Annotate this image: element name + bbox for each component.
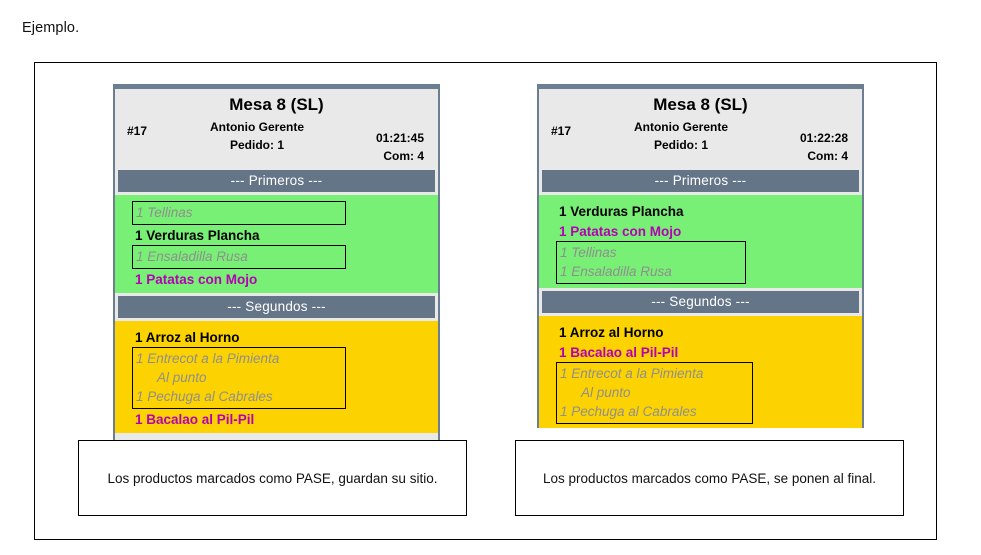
pase-item-modifier[interactable]: Al punto xyxy=(157,370,207,385)
pase-group[interactable]: 1 Tellinas xyxy=(132,201,346,225)
ticket-number: #17 xyxy=(551,124,572,138)
pase-item[interactable]: 1 Pechuga al Cabrales xyxy=(136,389,273,404)
note-box-right: Los productos marcados como PASE, se pon… xyxy=(515,440,904,516)
pase-item-modifier[interactable]: Al punto xyxy=(581,385,631,400)
panel-footer xyxy=(115,433,438,441)
ticket-timer: 01:22:28 xyxy=(799,131,848,145)
course-body-primeros: 1 Verduras Plancha 1 Patatas con Mojo 1 … xyxy=(539,195,862,288)
order-item-marked[interactable]: 1 Bacalao al Pil-Pil xyxy=(559,344,679,360)
pase-group[interactable]: 1 Tellinas 1 Ensaladilla Rusa xyxy=(556,241,746,284)
course-body-segundos: 1 Arroz al Horno 1 Entrecot a la Pimient… xyxy=(115,321,438,433)
ticket-header: Mesa 8 (SL) #17 Antonio Gerente Pedido: … xyxy=(115,89,438,167)
order-item-marked[interactable]: 1 Patatas con Mojo xyxy=(559,223,682,239)
kds-ticket-panel-right[interactable]: Mesa 8 (SL) #17 Antonio Gerente Pedido: … xyxy=(537,84,864,428)
pase-group[interactable]: 1 Ensaladilla Rusa xyxy=(132,245,346,269)
course-bar-segundos: --- Segundos --- xyxy=(542,291,859,313)
order-item-marked[interactable]: 1 Patatas con Mojo xyxy=(135,271,258,287)
course-bar-primeros: --- Primeros --- xyxy=(542,170,859,192)
order-item[interactable]: 1 Arroz al Horno xyxy=(135,329,240,345)
ticket-guests: Com: 4 xyxy=(383,149,424,163)
course-body-primeros: 1 Tellinas 1 Verduras Plancha 1 Ensaladi… xyxy=(115,195,438,293)
order-item[interactable]: 1 Verduras Plancha xyxy=(559,203,684,219)
pase-item[interactable]: 1 Ensaladilla Rusa xyxy=(136,249,248,264)
note-box-left: Los productos marcados como PASE, guarda… xyxy=(78,440,467,516)
example-frame xyxy=(34,62,937,540)
ticket-waiter: Antonio Gerente xyxy=(633,120,728,134)
pase-item[interactable]: 1 Pechuga al Cabrales xyxy=(560,404,697,419)
course-bar-segundos: --- Segundos --- xyxy=(118,296,435,318)
course-bar-primeros: --- Primeros --- xyxy=(118,170,435,192)
ticket-order: Pedido: 1 xyxy=(653,138,708,152)
order-item-marked[interactable]: 1 Bacalao al Pil-Pil xyxy=(135,411,255,427)
order-item[interactable]: 1 Arroz al Horno xyxy=(559,324,664,340)
ticket-guests: Com: 4 xyxy=(807,149,848,163)
pase-item[interactable]: 1 Tellinas xyxy=(136,205,193,220)
ticket-number: #17 xyxy=(127,124,148,138)
ticket-title: Mesa 8 (SL) xyxy=(229,95,324,114)
pase-group[interactable]: 1 Entrecot a la Pimienta Al punto 1 Pech… xyxy=(556,362,753,424)
pase-group[interactable]: 1 Entrecot a la Pimienta Al punto 1 Pech… xyxy=(132,347,346,409)
pase-item[interactable]: 1 Entrecot a la Pimienta xyxy=(136,351,280,366)
note-text: Los productos marcados como PASE, se pon… xyxy=(543,470,876,486)
pase-item[interactable]: 1 Tellinas xyxy=(560,245,617,260)
course-body-segundos: 1 Arroz al Horno 1 Bacalao al Pil-Pil 1 … xyxy=(539,316,862,428)
page-label: Ejemplo. xyxy=(22,20,80,36)
ticket-title: Mesa 8 (SL) xyxy=(653,95,748,114)
ticket-order: Pedido: 1 xyxy=(229,138,284,152)
kds-ticket-panel-left[interactable]: Mesa 8 (SL) #17 Antonio Gerente Pedido: … xyxy=(113,84,440,441)
pase-item[interactable]: 1 Entrecot a la Pimienta xyxy=(560,366,704,381)
order-item[interactable]: 1 Verduras Plancha xyxy=(135,227,260,243)
ticket-waiter: Antonio Gerente xyxy=(209,120,304,134)
ticket-timer: 01:21:45 xyxy=(375,131,424,145)
note-text: Los productos marcados como PASE, guarda… xyxy=(107,470,438,486)
pase-item[interactable]: 1 Ensaladilla Rusa xyxy=(560,264,672,279)
ticket-header: Mesa 8 (SL) #17 Antonio Gerente Pedido: … xyxy=(539,89,862,167)
